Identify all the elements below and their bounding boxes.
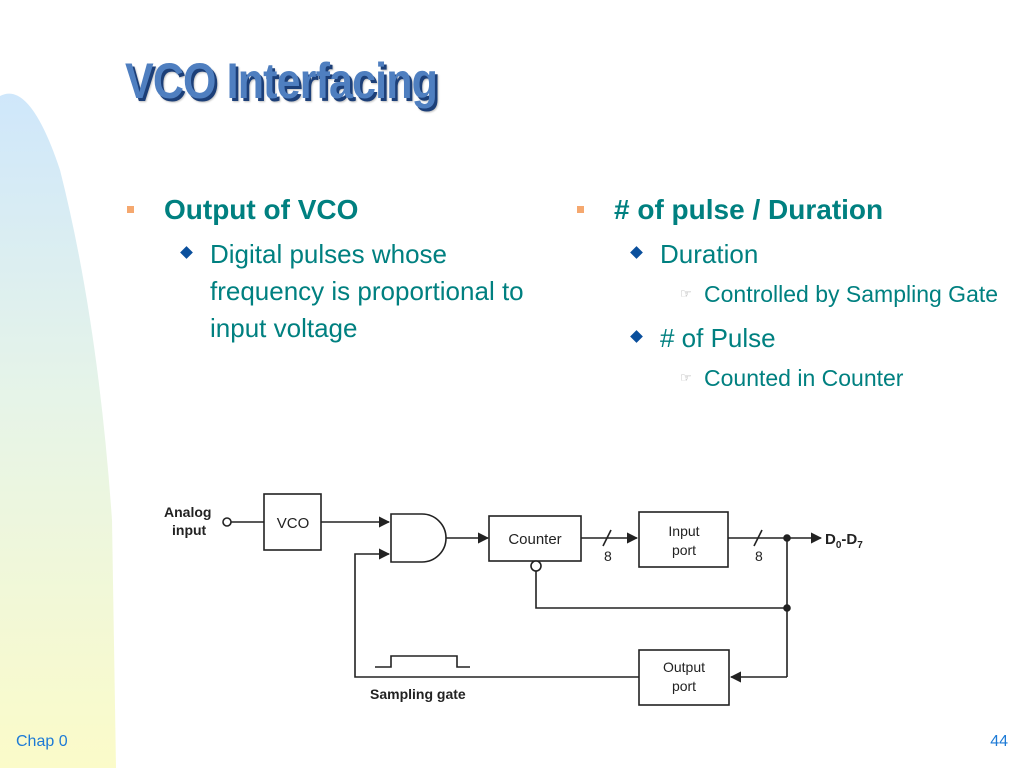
bus-width-slash-2 [753, 529, 763, 547]
sub-sub-bullet-text: Counted in Counter [704, 365, 904, 391]
diamond-bullet-icon [630, 330, 643, 343]
wire-gate-feedback [354, 548, 639, 678]
counter-reset-bubble [530, 560, 542, 572]
square-bullet-icon [127, 206, 134, 213]
output-port-line-1: Output [663, 659, 705, 675]
sub-sub-bullet-controlled-by: ☞ Controlled by Sampling Gate [577, 277, 1017, 311]
bus-width-slash-1 [602, 529, 612, 547]
sampling-gate-label: Sampling gate [370, 686, 466, 702]
pointing-hand-icon: ☞ [680, 370, 692, 385]
square-bullet-icon [577, 206, 584, 213]
sub-bullet-text: # of Pulse [660, 323, 776, 353]
input-port-label: Input port [668, 523, 699, 558]
analog-input-line-1: Analog [164, 504, 211, 520]
output-port-line-2: port [672, 678, 696, 694]
wire-reset-loop [535, 571, 787, 609]
analog-input-line-2: input [172, 522, 207, 538]
diamond-bullet-icon [630, 246, 643, 259]
input-port-line-1: Input [668, 523, 699, 539]
data-bus-label: D0-D7 [825, 531, 863, 551]
footer-chapter: Chap 0 [16, 733, 68, 750]
right-bullet-column: # of pulse / Duration Duration ☞ Control… [577, 193, 1017, 395]
and-gate [390, 513, 447, 563]
sub-bullet-number-of-pulse: # of Pulse [577, 320, 1017, 357]
output-port-block [638, 649, 730, 706]
bullet-text: Output of VCO [164, 194, 359, 225]
sub-sub-bullet-text: Controlled by Sampling Gate [704, 281, 999, 307]
bus-width-label-1: 8 [604, 548, 612, 564]
counter-label: Counter [508, 531, 561, 548]
junction-dot-reset [783, 604, 791, 612]
sub-bullet-text: Digital pulses whose frequency is propor… [210, 239, 524, 343]
sampling-gate-waveform [375, 655, 470, 668]
bus-width-label-2: 8 [755, 548, 763, 564]
sub-bullet-text: Duration [660, 239, 759, 269]
analog-input-terminal [222, 517, 232, 527]
sub-sub-bullet-counted-in-counter: ☞ Counted in Counter [577, 361, 1017, 395]
input-port-line-2: port [672, 542, 696, 558]
bullet-text: # of pulse / Duration [614, 194, 884, 225]
vco-interface-block-diagram: Analog input VCO Counter 8 Input port 8 … [164, 493, 863, 706]
pointing-hand-icon: ☞ [680, 286, 692, 301]
input-port-block [638, 511, 729, 568]
vco-label: VCO [277, 515, 310, 532]
analog-input-label: Analog input [164, 504, 211, 538]
left-bullet-column: Output of VCO Digital pulses whose frequ… [127, 193, 527, 347]
diamond-bullet-icon [180, 246, 193, 259]
footer-page-number: 44 [990, 733, 1008, 750]
sub-bullet-duration: Duration [577, 236, 1017, 273]
bullet-output-of-vco: Output of VCO [127, 193, 527, 227]
sub-bullet-digital-pulses: Digital pulses whose frequency is propor… [127, 236, 527, 347]
output-port-label: Output port [663, 659, 705, 694]
bullet-pulse-duration: # of pulse / Duration [577, 193, 1017, 227]
slide-title: VCO Interfacing [125, 53, 438, 109]
vco-block [263, 493, 322, 551]
